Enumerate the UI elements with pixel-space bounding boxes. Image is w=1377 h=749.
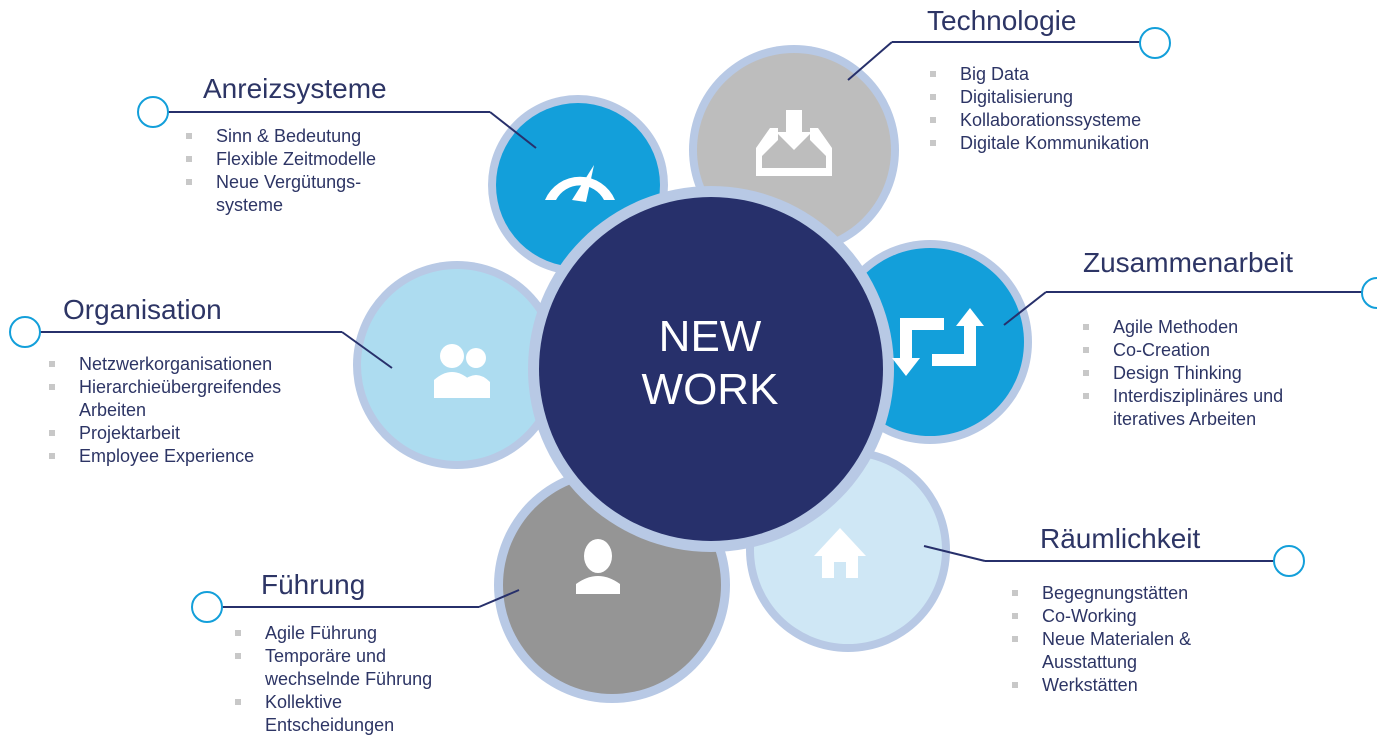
- list-item: Co-Working: [1012, 605, 1191, 628]
- connector-technologie: [847, 41, 1140, 81]
- list-technologie: Big Data Digitalisierung Kollaborationss…: [930, 63, 1149, 155]
- marker-fuehrung: [191, 591, 223, 623]
- list-item: wechselnde Führung: [265, 669, 433, 689]
- title-zusammenarbeit: Zusammenarbeit: [1083, 247, 1294, 278]
- list-item: Big Data: [930, 63, 1149, 86]
- connector-zusammenarbeit: [1003, 291, 1362, 326]
- list-item: Neue Materialen &: [1012, 628, 1191, 651]
- list-item: iteratives Arbeiten: [1113, 409, 1257, 429]
- list-item: Kollaborationssysteme: [930, 109, 1149, 132]
- home-icon: [814, 528, 866, 578]
- marker-raeumlichkeit: [1273, 545, 1305, 577]
- list-item: Neue Vergütungs-: [186, 171, 376, 194]
- center-label-line2: WORK: [641, 365, 779, 414]
- user-icon: [576, 539, 620, 594]
- list-item: Netzwerkorganisationen: [49, 353, 281, 376]
- title-anreizsysteme: Anreizsysteme: [203, 73, 387, 104]
- center-circle: [528, 186, 894, 552]
- list-item: systeme: [216, 195, 284, 215]
- list-item: Agile Führung: [235, 622, 432, 645]
- list-item: Employee Experience: [49, 445, 281, 468]
- list-item: Digitalisierung: [930, 86, 1149, 109]
- list-item: Agile Methoden: [1083, 316, 1283, 339]
- list-item: Ausstattung: [1042, 652, 1138, 672]
- list-item: Flexible Zeitmodelle: [186, 148, 376, 171]
- list-item: Design Thinking: [1083, 362, 1283, 385]
- list-item: Temporäre und: [235, 645, 432, 668]
- marker-technologie: [1139, 27, 1171, 59]
- connector-organisation: [40, 331, 393, 369]
- list-item: Co-Creation: [1083, 339, 1283, 362]
- list-organisation: Netzwerkorganisationen Hierarchieübergre…: [49, 353, 281, 468]
- list-item: Entscheidungen: [265, 715, 395, 735]
- list-item: Interdisziplinäres und: [1083, 385, 1283, 408]
- list-item: Arbeiten: [79, 400, 147, 420]
- list-item: Sinn & Bedeutung: [186, 125, 376, 148]
- marker-zusammenarbeit: [1361, 277, 1377, 309]
- marker-anreizsysteme: [137, 96, 169, 128]
- title-fuehrung: Führung: [261, 569, 366, 600]
- list-item: Hierarchieübergreifendes: [49, 376, 281, 399]
- list-anreizsysteme: Sinn & Bedeutung Flexible Zeitmodelle Ne…: [186, 125, 376, 217]
- center-label: NEW WORK: [560, 310, 860, 416]
- list-item: Begegnungstätten: [1012, 582, 1191, 605]
- list-item: Digitale Kommunikation: [930, 132, 1149, 155]
- list-fuehrung: Agile Führung Temporäre und wechselnde F…: [235, 622, 432, 737]
- inbox-download-icon: [756, 110, 832, 176]
- connector-raeumlichkeit: [923, 545, 1274, 562]
- list-item: Werkstätten: [1012, 674, 1191, 697]
- speedometer-icon: [545, 165, 615, 202]
- connector-fuehrung: [222, 589, 520, 608]
- list-zusammenarbeit: Agile Methoden Co-Creation Design Thinki…: [1083, 316, 1283, 431]
- list-item: Kollektive: [235, 691, 432, 714]
- list-raeumlichkeit: Begegnungstätten Co-Working Neue Materia…: [1012, 582, 1191, 697]
- title-organisation: Organisation: [63, 294, 222, 325]
- center-label-line1: NEW: [658, 312, 762, 361]
- users-icon: [434, 344, 490, 398]
- title-raeumlichkeit: Räumlichkeit: [1040, 523, 1201, 554]
- retweet-icon: [892, 308, 984, 376]
- list-item: Projektarbeit: [49, 422, 281, 445]
- connector-anreizsysteme: [168, 111, 537, 149]
- marker-organisation: [9, 316, 41, 348]
- title-technologie: Technologie: [927, 5, 1077, 36]
